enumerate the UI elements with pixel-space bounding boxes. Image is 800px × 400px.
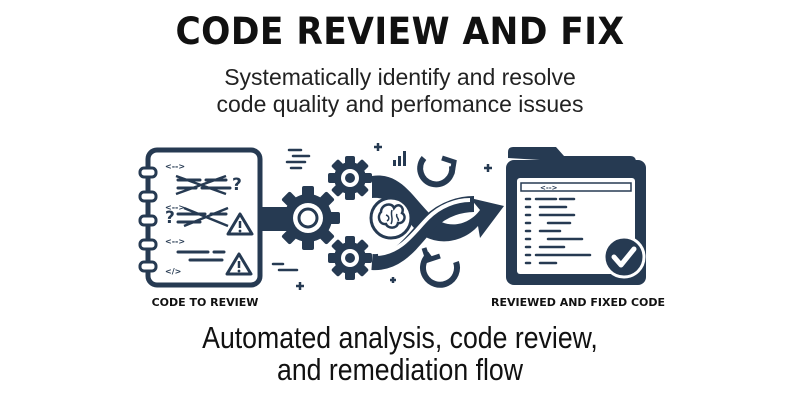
question-mark: ? (232, 175, 242, 195)
code-tag: <--> (165, 203, 185, 212)
refresh-icon (417, 155, 457, 188)
signal-bars-icon (393, 151, 406, 166)
code-tag: <--> (165, 162, 185, 171)
gear-icon (328, 236, 372, 280)
question-mark: ? (165, 208, 175, 228)
checkmark-icon (602, 235, 646, 279)
footer-caption: Automated analysis, code review, and rem… (56, 322, 744, 386)
gear-icon (276, 186, 340, 250)
plus-icon (296, 143, 492, 290)
subtitle-line-1: Systematically identify and resolve (224, 64, 576, 90)
warning-icon (225, 252, 253, 276)
brain-icon (369, 196, 413, 240)
gear-icon (328, 156, 372, 200)
dash-lines-icon (271, 148, 311, 272)
refresh-icon (420, 247, 460, 288)
subtitle-line-2: code quality and perfomance issues (216, 91, 584, 117)
page-title: CODE REVIEW AND FIX (175, 10, 625, 53)
code-tag: </> (165, 267, 181, 276)
footer-line-1: Automated analysis, code review, (202, 320, 598, 355)
left-caption: CODE TO REVIEW (152, 296, 259, 309)
code-tag: <--> (165, 237, 185, 246)
footer-line-2: and remediation flow (276, 352, 524, 387)
code-tag: <--> (540, 184, 558, 192)
right-caption: REVIEWED AND FIXED CODE (491, 296, 665, 309)
warning-icon (226, 212, 254, 236)
subtitle: Systematically identify and resolve code… (0, 64, 800, 118)
arrow-icon (371, 175, 504, 271)
